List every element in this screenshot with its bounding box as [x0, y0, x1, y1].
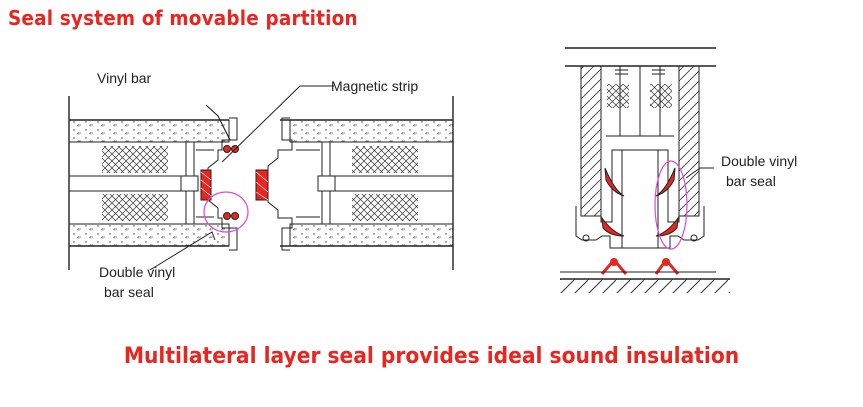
magnetic-strip-label: Magnetic strip: [331, 78, 419, 94]
diagram-title: Seal system of movable partition: [8, 6, 358, 30]
double-vinyl-right-label-line2: bar seal: [726, 173, 776, 189]
vinyl-bar-label: Vinyl bar: [97, 70, 152, 86]
double-vinyl-left-label-line2: bar seal: [104, 284, 154, 300]
right-panel-plan: [255, 96, 454, 270]
double-vinyl-right-label-line1: Double vinyl: [721, 153, 798, 169]
left-panel: [68, 85, 334, 271]
footer-caption: Multilateral layer seal provides ideal s…: [123, 344, 740, 369]
elevation-section: [560, 47, 730, 293]
double-vinyl-left-label-line1: Double vinyl: [99, 264, 176, 280]
